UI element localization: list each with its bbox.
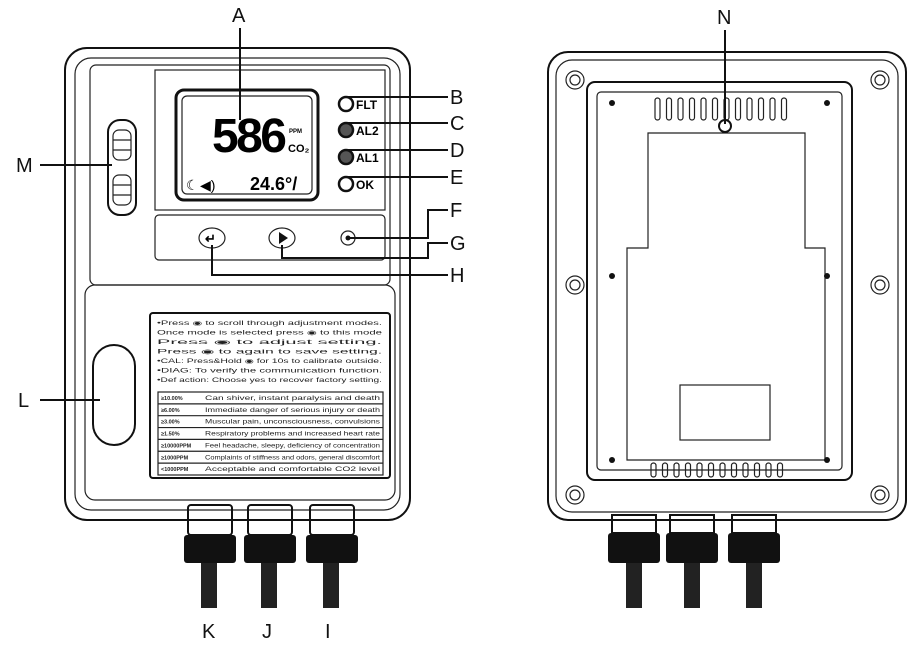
instruction-line: Once mode is selected press ◉ to this mo… (157, 331, 383, 337)
lcd-temperature: 24.6°/ (250, 174, 297, 194)
rear-plate (586, 81, 853, 481)
rear-view (547, 51, 907, 608)
callout-l: L (18, 390, 29, 412)
vent-slot (757, 97, 765, 121)
callout-c: C (450, 113, 464, 135)
display-panel (154, 69, 386, 211)
vent-slot (776, 462, 784, 478)
lcd-unit-ppm: PPM (289, 129, 302, 135)
rear-housing (547, 51, 907, 521)
speaker-icon: ◀) (200, 177, 215, 193)
instruction-line: •CAL: Press&Hold ◉ for 10s to calibrate … (157, 359, 383, 365)
vent-slot (730, 462, 738, 478)
callout-h: H (450, 265, 464, 287)
indicator-label: AL2 (356, 124, 379, 138)
co2-effect: Immediate danger of serious injury or de… (205, 408, 380, 414)
indicator-label: AL1 (356, 151, 379, 165)
callout-n: N (717, 7, 731, 29)
vent-slot (746, 97, 753, 121)
callout-e: E (450, 167, 463, 189)
co2-level: ≥10000PPM (161, 443, 192, 449)
vent-slot (711, 97, 719, 121)
vent-slot (688, 97, 696, 121)
vent-slot (684, 462, 692, 478)
instruction-line: •DIAG: To verify the communication funct… (157, 369, 383, 375)
rear-cable-glands (608, 514, 780, 608)
led-icon (337, 175, 355, 193)
instruction-line: Press ◉ to adjust setting. (157, 340, 383, 346)
co2-level: ≥3.00% (161, 420, 180, 426)
vent-slot (700, 97, 707, 121)
callout-k: K (202, 621, 216, 643)
indicator-flt: FLT (337, 95, 378, 113)
callout-lines (40, 28, 726, 401)
led-icon (337, 95, 355, 113)
vent-slot (707, 462, 715, 478)
instruction-line: •Def action: Choose yes to recover facto… (157, 378, 383, 384)
callout-letters: A B C D E F G H I J K L M N (16, 5, 731, 643)
lcd-unit-co2: CO₂ (288, 143, 310, 155)
vent-slot (769, 97, 776, 121)
indicator-ok: OK (337, 175, 374, 193)
vent-slot (742, 462, 749, 478)
cable-gland-k (184, 504, 236, 608)
callout-g: G (450, 233, 466, 255)
indicator-label: FLT (356, 98, 378, 112)
co2-level: ≥6.00% (161, 408, 180, 414)
vent-slot (753, 462, 761, 478)
vent-slot (765, 462, 772, 478)
instruction-line: Press ◉ to again to save setting. (157, 350, 383, 356)
vent-slot (696, 462, 703, 478)
callout-j: J (262, 621, 272, 643)
callout-b: B (450, 87, 463, 109)
window-l (92, 344, 136, 446)
mounting-bracket (626, 132, 826, 461)
co2-effect: Feel headache, sleepy, deficiency of con… (205, 443, 380, 449)
callout-a: A (232, 5, 246, 27)
vent-slot (780, 97, 788, 121)
callout-i: I (325, 621, 331, 643)
vent-slot (665, 97, 673, 121)
vent-slot (673, 462, 680, 478)
co2-effect: Acceptable and comfortable CO2 level (205, 467, 380, 473)
cable-gland-j (244, 504, 296, 608)
vent-slot (677, 97, 684, 121)
co2-level: ≥10.00% (161, 396, 183, 402)
callout-f: F (450, 200, 462, 222)
vent-slot (661, 462, 669, 478)
enter-icon: ↵ (205, 231, 216, 246)
vent-slot (654, 97, 661, 121)
indicator-al2: AL2 (337, 121, 379, 139)
led-icon (337, 121, 355, 139)
co2-effect: Respiratory problems and increased heart… (205, 432, 381, 438)
side-slider (107, 119, 137, 216)
indicator-al1: AL1 (337, 148, 379, 166)
callout-d: D (450, 140, 464, 162)
callout-m: M (16, 155, 33, 177)
led-icon (337, 148, 355, 166)
co2-effect: Complaints of stiffness and odors, gener… (205, 455, 380, 461)
vent-slot (719, 462, 726, 478)
co2-level: ≥1.50% (161, 432, 180, 438)
lcd-main-value: 586 (212, 110, 287, 163)
co2-effect: Muscular pain, unconsciousness, convulsi… (205, 420, 380, 426)
indicator-label: OK (356, 178, 374, 192)
vent-slot (650, 462, 657, 478)
co2-level: <1000PPM (161, 467, 189, 473)
mounting-holes (565, 70, 890, 505)
front-view: 586 PPM CO₂ ☾ ◀) 24.6°/ FLT AL2 AL1 OK ↵ (64, 47, 411, 608)
instruction-label: •Press ◉ to scroll through adjustment mo… (149, 312, 391, 479)
lcd-screen (174, 88, 320, 202)
vent-slot (734, 97, 742, 121)
play-icon (279, 232, 288, 244)
front-housing (64, 47, 411, 521)
co2-effect: Can shiver, instant paralysis and death (205, 396, 380, 402)
lower-cover (84, 284, 396, 501)
cable-gland-i (306, 504, 358, 608)
instruction-line: •Press ◉ to scroll through adjustment mo… (157, 321, 383, 327)
co2-level: ≥1000PPM (161, 455, 189, 461)
moon-icon: ☾ (186, 177, 199, 193)
